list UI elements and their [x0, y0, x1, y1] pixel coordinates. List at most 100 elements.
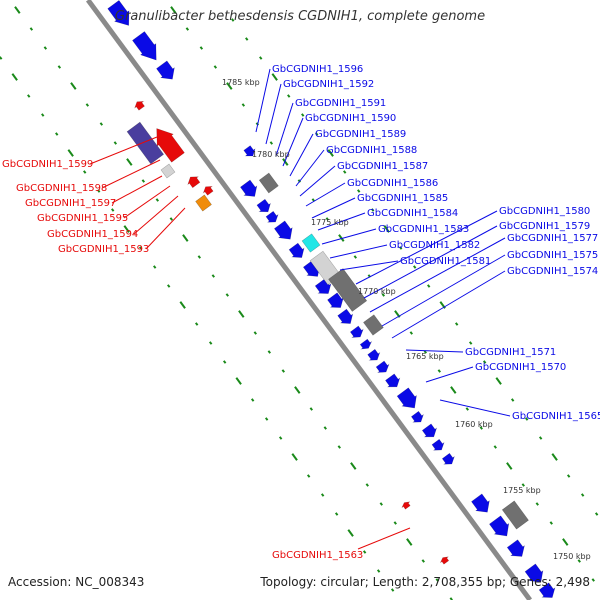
forward-gene-label: GbCGDNIH1_1579: [499, 221, 590, 232]
forward-gene-arrow: [506, 539, 525, 557]
forward-gene-label: GbCGDNIH1_1582: [389, 240, 480, 251]
tick-mark: [566, 474, 571, 478]
tick-mark: [315, 132, 319, 136]
forward-gene-arrow: [337, 308, 354, 324]
tick-mark: [371, 208, 375, 212]
forward-gene-arrow: [410, 410, 424, 423]
tick-mark: [199, 46, 204, 50]
tick-mark: [211, 274, 216, 278]
rna-feature: [328, 268, 368, 312]
tick-mark: [562, 538, 569, 546]
tick-mark: [85, 103, 90, 107]
rna-feature: [501, 500, 529, 530]
reverse-gene-arrow: [440, 556, 450, 565]
label-leader-line: [317, 212, 366, 231]
tick-mark: [238, 310, 245, 318]
tick-mark: [365, 483, 369, 487]
tick-mark: [465, 407, 469, 411]
tick-mark: [264, 417, 269, 421]
accession-text: Accession: NC_008343: [8, 575, 145, 589]
tick-mark: [357, 189, 361, 193]
forward-gene-arrow: [441, 452, 455, 465]
forward-gene-arrow: [288, 242, 305, 258]
forward-gene-label: GbCGDNIH1_1590: [305, 113, 396, 124]
tick-mark: [57, 65, 62, 69]
label-leader-line: [355, 210, 498, 285]
rna-feature: [258, 172, 279, 194]
gene-labels: GbCGDNIH1_1596GbCGDNIH1_1592GbCGDNIH1_15…: [2, 64, 600, 561]
tick-mark: [495, 377, 502, 385]
label-leader-line: [111, 175, 163, 204]
tick-mark: [83, 170, 87, 174]
genome-backbone: [85, 0, 533, 600]
tick-mark: [468, 341, 473, 345]
tick-mark: [376, 569, 381, 573]
tick-mark: [282, 158, 289, 166]
label-leader-line: [311, 197, 356, 219]
rna-feature: [301, 233, 321, 253]
tick-mark: [113, 141, 118, 145]
tick-mark: [379, 502, 383, 506]
tick-mark: [182, 234, 189, 242]
tick-mark: [535, 502, 539, 506]
forward-gene-arrow: [471, 493, 490, 513]
reverse-gene-box: [195, 194, 212, 212]
tick-mark: [350, 462, 357, 470]
kbp-label: 1755 kbp: [503, 486, 541, 495]
forward-gene-arrow: [156, 60, 175, 80]
forward-gene-arrow: [107, 0, 130, 26]
forward-gene-arrow: [375, 360, 390, 373]
tick-mark: [524, 417, 529, 421]
tick-mark: [437, 369, 441, 373]
tick-mark: [291, 453, 298, 461]
tick-mark: [549, 521, 553, 525]
tick-mark: [70, 82, 77, 90]
tick-mark: [152, 265, 157, 269]
kbp-label: 1750 kbp: [553, 552, 591, 561]
label-leader-line: [299, 165, 336, 197]
label-leader-line: [391, 270, 506, 339]
forward-gene-label: GbCGDNIH1_1570: [475, 362, 566, 373]
tick-mark: [362, 550, 367, 554]
label-leader-line: [381, 254, 506, 327]
kbp-label: 1780 kbp: [252, 150, 290, 159]
tick-mark: [141, 179, 146, 183]
forward-gene-arrow: [240, 179, 258, 197]
tick-mark: [334, 512, 339, 516]
forward-gene-arrow: [367, 348, 381, 361]
reverse-gene-label: GbCGDNIH1_1599: [2, 159, 93, 170]
tick-mark: [126, 158, 133, 166]
tick-mark: [450, 386, 457, 394]
tick-mark: [426, 284, 431, 288]
tick-mark: [138, 246, 143, 250]
tick-mark: [454, 322, 459, 326]
tick-mark: [170, 6, 177, 14]
reverse-gene-label: GbCGDNIH1_1595: [37, 213, 128, 224]
forward-gene-label: GbCGDNIH1_1571: [465, 347, 556, 358]
tick-mark: [269, 141, 274, 145]
label-leader-line: [255, 68, 271, 133]
tick-mark: [267, 350, 272, 354]
forward-gene-label: GbCGDNIH1_1589: [315, 129, 406, 140]
forward-gene-label: GbCGDNIH1_1596: [272, 64, 363, 75]
tick-mark: [185, 27, 190, 31]
label-leader-line: [425, 366, 474, 383]
tick-mark: [225, 293, 230, 297]
forward-gene-arrow: [273, 220, 293, 240]
tick-mark: [406, 538, 413, 546]
label-leader-lines: [89, 68, 511, 550]
tick-mark: [27, 94, 31, 98]
tick-mark: [323, 426, 327, 430]
tick-mark: [97, 189, 101, 193]
genome-title: Granulibacter bethesdensis CGDNIH1, comp…: [114, 9, 486, 24]
forward-gene-label: GbCGDNIH1_1584: [367, 208, 458, 219]
tick-marks: [0, 6, 599, 600]
forward-gene-label: GbCGDNIH1_1592: [283, 79, 374, 90]
tick-mark: [577, 559, 581, 563]
tick-mark: [390, 588, 395, 592]
tick-mark: [421, 559, 425, 563]
tick-mark: [343, 170, 347, 174]
tick-mark: [241, 103, 246, 107]
